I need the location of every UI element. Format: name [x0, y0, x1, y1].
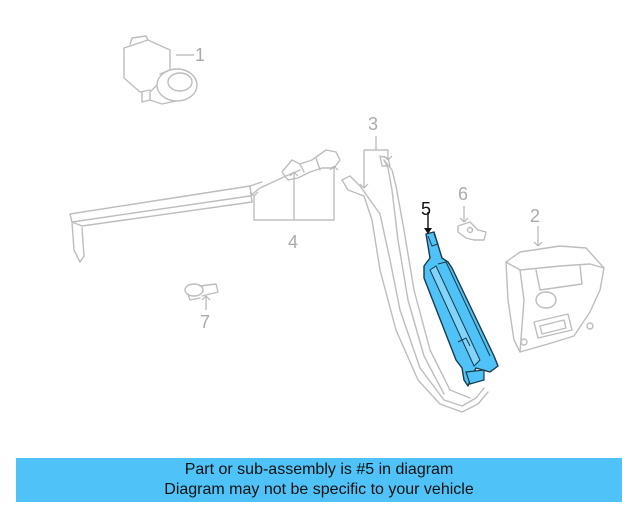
callout-5: 5 — [421, 199, 431, 219]
callout-2: 2 — [530, 206, 540, 226]
callout-4: 4 — [288, 232, 298, 252]
parts-diagram: 1 4 3 6 — [69, 35, 605, 413]
part-3-hoses — [341, 155, 489, 413]
part-6-bracket — [457, 221, 487, 241]
part-7-bolt — [184, 283, 219, 301]
part-1-sensor — [123, 35, 198, 105]
part-2-housing — [505, 245, 605, 353]
callout-6: 6 — [458, 184, 468, 204]
callout-3: 3 — [368, 114, 378, 134]
banner-line-1: Part or sub-assembly is #5 in diagram — [184, 461, 454, 478]
part-5-highlighted — [423, 231, 499, 387]
callout-1: 1 — [195, 45, 205, 65]
info-banner: Part or sub-assembly is #5 in diagram Di… — [16, 458, 622, 502]
banner-line-2: Diagram may not be specific to your vehi… — [164, 481, 474, 498]
callout-7: 7 — [200, 312, 210, 332]
part-4-hose — [69, 149, 341, 263]
